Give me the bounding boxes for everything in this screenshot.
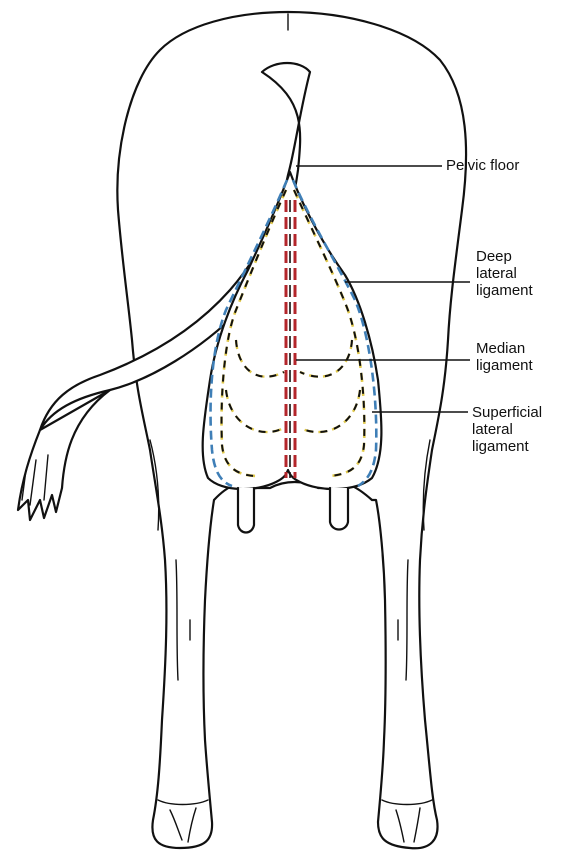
median-ligament-label: Median ligament [476,340,533,374]
superficial-label-line-2: lateral [472,421,542,438]
superficial-label-line-3: ligament [472,438,542,455]
superficial-lateral-ligament-label: Superficial lateral ligament [472,404,542,455]
deep-lateral-label-line-1: Deep [476,248,533,265]
median-label-line-1: Median [476,340,533,357]
median-label-line-2: ligament [476,357,533,374]
deep-lateral-ligament-label: Deep lateral ligament [476,248,533,299]
deep-lateral-label-line-3: ligament [476,282,533,299]
pelvic-floor-label: Pelvic floor [446,157,519,174]
superficial-label-line-1: Superficial [472,404,542,421]
deep-lateral-label-line-2: lateral [476,265,533,282]
